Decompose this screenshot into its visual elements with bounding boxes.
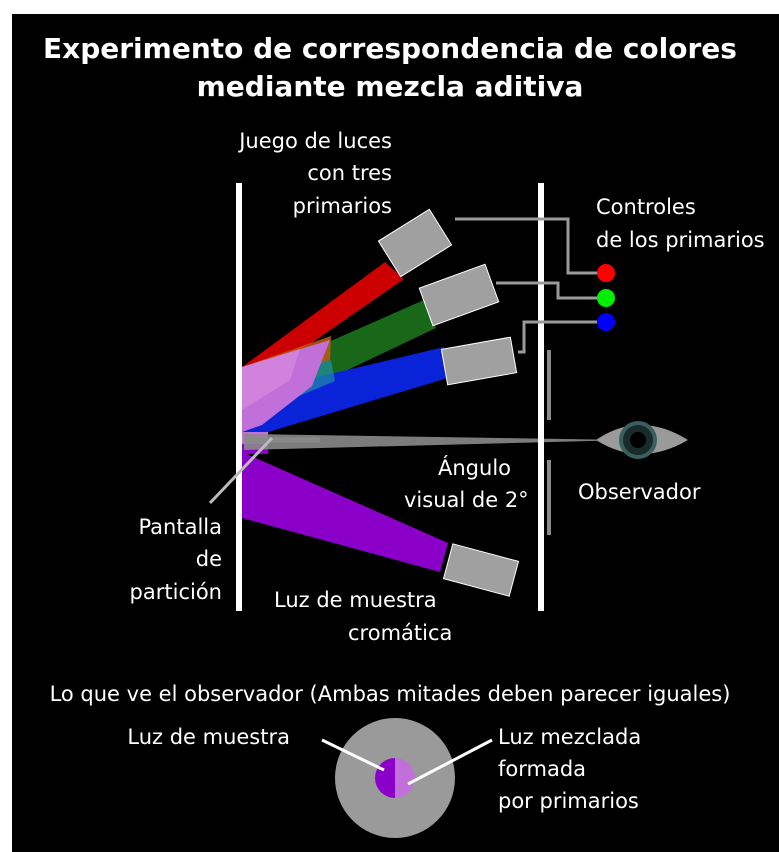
eye-icon	[596, 421, 688, 459]
controls-label-1: Controles	[596, 195, 696, 219]
title-line-1: Experimento de correspondencia de colore…	[43, 32, 737, 65]
angle-bracket-top	[547, 350, 551, 420]
sample-projector	[442, 543, 520, 597]
view-mixed-label-2: formada	[498, 757, 586, 781]
partition-label-2: de	[196, 547, 222, 571]
observer-label: Observador	[578, 480, 701, 504]
visual-angle-cone	[244, 434, 630, 450]
angle-bracket-bottom	[547, 460, 551, 535]
red-control-knob	[597, 264, 615, 282]
view-mixed-label-3: por primarios	[498, 789, 639, 813]
sample-light-label-1: Luz de muestra	[274, 588, 437, 612]
green-control-wire	[496, 281, 603, 300]
view-caption: Lo que ve el observador (Ambas mitades d…	[50, 682, 731, 706]
green-projector	[418, 263, 500, 327]
lights-label-2: con tres	[307, 161, 392, 185]
partition-label-3: partición	[130, 580, 222, 604]
angle-label-2: visual de 2°	[404, 488, 529, 512]
mixed-pointer	[407, 738, 493, 786]
sample-pointer	[321, 738, 385, 772]
view-mixed-label-1: Luz mezclada	[498, 725, 641, 749]
green-control-knob	[597, 289, 615, 307]
partition-pointer	[208, 436, 274, 505]
title-line-2: mediante mezcla aditiva	[197, 70, 584, 103]
blue-primary-beam	[242, 347, 451, 440]
lights-label-3: primarios	[293, 194, 392, 218]
partition-label-1: Pantalla	[138, 515, 222, 539]
mixed-half-field	[395, 758, 415, 798]
blue-projector	[440, 336, 518, 386]
blue-control-knob	[597, 313, 615, 331]
angle-label-1: Ángulo	[438, 455, 511, 480]
view-sample-label: Luz de muestra	[127, 725, 290, 749]
lights-label-1: Juego de luces	[237, 129, 392, 153]
blue-control-wire	[518, 320, 603, 354]
mixed-light-highlight	[242, 349, 300, 410]
sample-light-beam	[242, 452, 448, 572]
sample-light-label-2: cromática	[348, 621, 452, 645]
controls-label-2: de los primarios	[596, 228, 765, 252]
red-projector	[377, 208, 453, 278]
left-screen-line	[236, 183, 242, 611]
right-wall-line	[538, 183, 544, 611]
red-control-wire	[455, 217, 603, 275]
